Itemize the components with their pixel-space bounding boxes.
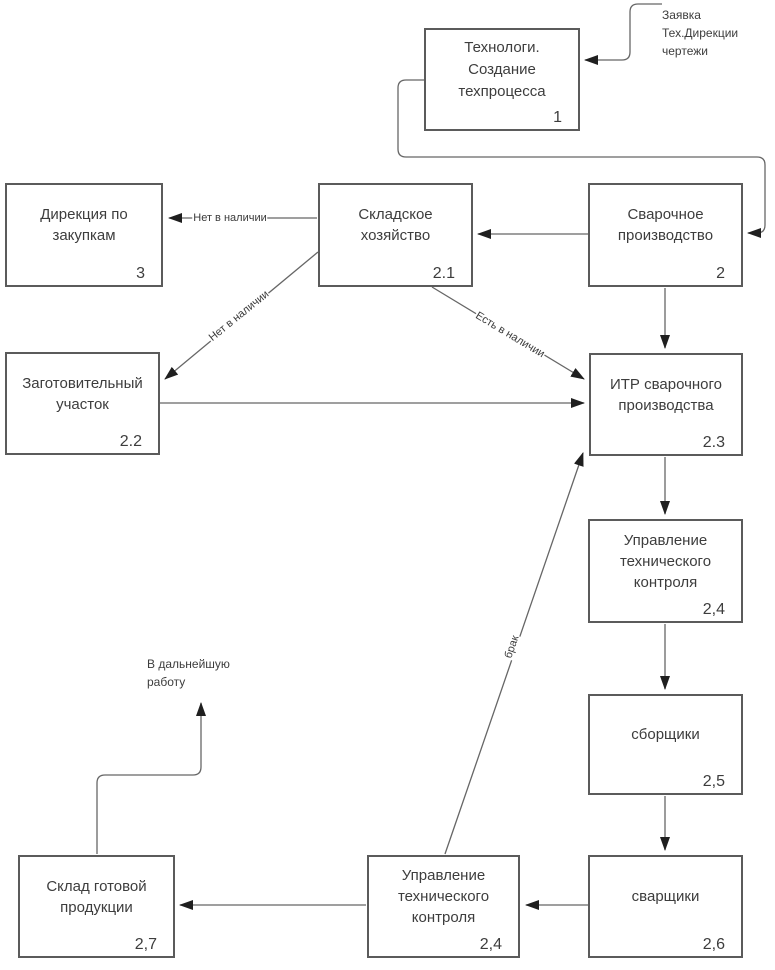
node-line: технического (619, 552, 712, 570)
node-number: 3 (136, 265, 145, 282)
node-number: 2.3 (702, 434, 725, 451)
node-line: контроля (633, 573, 698, 591)
node-number: 2,4 (479, 936, 502, 953)
node-line: Управление (401, 867, 486, 884)
node-procurement-directorate: Дирекция по закупкам 3 (5, 183, 163, 287)
node-itr-welding-production: ИТР сварочного производства 2.3 (589, 353, 743, 456)
node-line: Заготовительный (22, 374, 143, 392)
node-line: участок (56, 395, 109, 413)
node-line: сварщики (631, 888, 700, 905)
node-warehouse: Складское хозяйство 2.1 (318, 183, 473, 287)
node-number: 2,5 (702, 773, 725, 790)
node-line: закупкам (52, 227, 116, 244)
node-welders: сварщики 2,6 (588, 855, 743, 958)
node-line: техпроцесса (458, 82, 546, 100)
annotation-line: чертежи (662, 44, 708, 58)
node-number: 2 (716, 265, 725, 282)
node-line: контроля (411, 909, 476, 926)
node-number: 1 (553, 109, 562, 126)
node-technologists: Технологи. Создание техпроцесса 1 (424, 28, 580, 131)
node-finished-goods-warehouse: Склад готовой продукции 2,7 (18, 855, 175, 958)
annotation-request: Заявка Тех.Дирекции чертежи (662, 6, 738, 60)
label-not-available-horizontal: Нет в наличии (192, 212, 268, 224)
node-technical-control-2: Управление технического контроля 2,4 (367, 855, 520, 958)
node-technical-control-1: Управление технического контроля 2,4 (588, 519, 743, 623)
node-number: 2,6 (702, 936, 725, 953)
node-welding-production: Сварочное производство 2 (588, 183, 743, 287)
node-number: 2.2 (119, 433, 142, 450)
node-line: производства (618, 396, 714, 414)
node-line: Сварочное (627, 206, 704, 223)
annotation-line: Тех.Дирекции (662, 26, 739, 40)
node-line: Склад готовой (46, 877, 147, 895)
node-blank-section: Заготовительный участок 2.2 (5, 352, 160, 455)
annotation-line: работу (147, 675, 186, 689)
node-line: хозяйство (360, 227, 431, 244)
annotation-line: В дальнейшую (147, 657, 230, 671)
node-line: Создание (468, 60, 536, 78)
node-line: Технологи. (464, 38, 540, 56)
node-line: сборщики (631, 726, 700, 743)
node-line: производство (617, 227, 714, 244)
node-number: 2,7 (134, 936, 157, 953)
node-line: продукции (60, 898, 133, 916)
node-line: Складское (358, 206, 433, 223)
node-line: технического (397, 888, 490, 905)
node-line: Дирекция по (40, 206, 128, 223)
annotation-line: Заявка (662, 8, 701, 22)
edge-technologists-to-welding-production (397, 79, 766, 238)
edge-request-to-technologists (584, 3, 662, 65)
node-assemblers: сборщики 2,5 (588, 694, 743, 795)
node-number: 2.1 (432, 265, 455, 282)
node-line: Управление (623, 531, 708, 549)
node-number: 2,4 (702, 601, 725, 618)
annotation-further-work: В дальнейшую работу (147, 655, 230, 691)
node-line: ИТР сварочного (609, 375, 723, 393)
edge-finished-goods-to-further-work (96, 702, 206, 854)
